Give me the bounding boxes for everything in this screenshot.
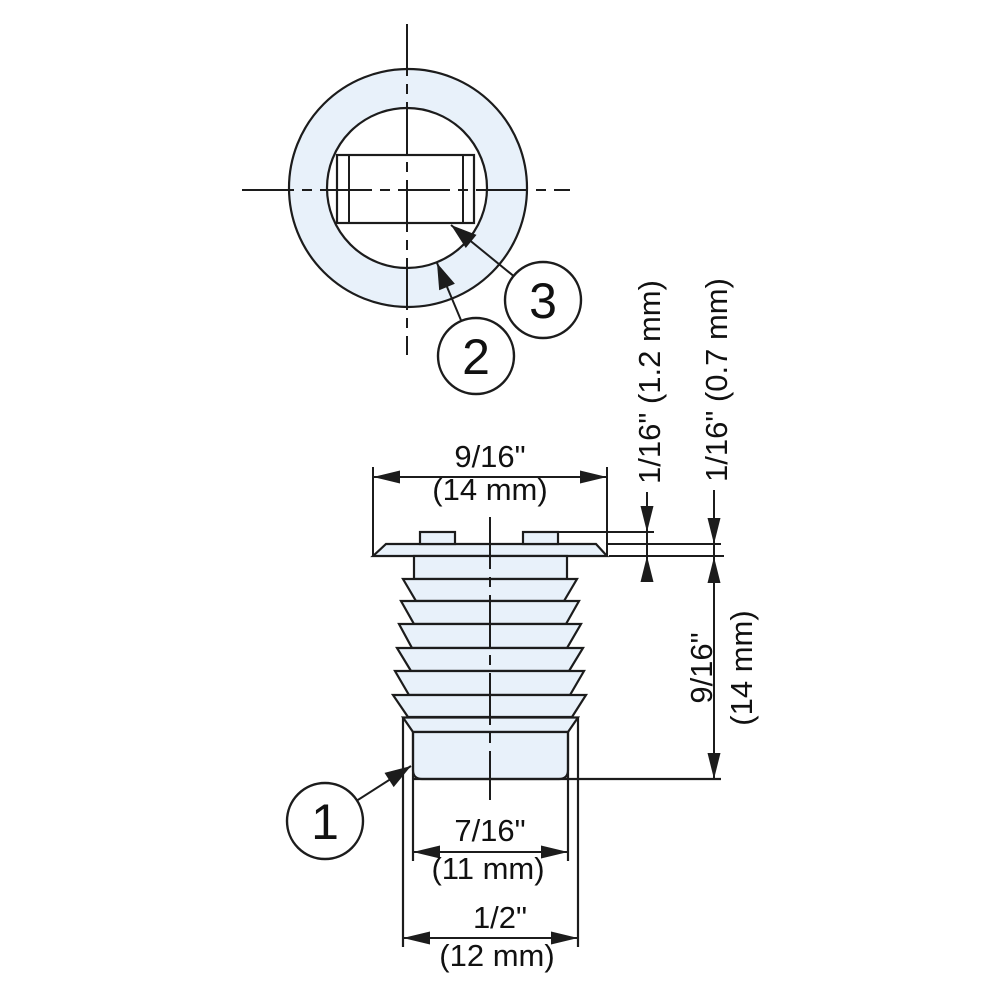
dim-arrow-left	[413, 845, 440, 859]
dim-arrow-down	[707, 518, 721, 544]
balloon-2-number: 2	[462, 329, 490, 385]
dim-arrow-right	[551, 931, 578, 945]
flange-tab-right	[521, 530, 560, 546]
balloon-3	[503, 260, 583, 340]
balloon-1-number: 1	[311, 794, 339, 850]
dim-label-inch: 9/16"	[454, 439, 525, 474]
dimensions: 9/16" (14 mm) 1/16" (1.2 mm) 1/16" (0.7 …	[372, 278, 759, 973]
dim-tab-to-flange: 1/16" (1.2 mm)	[558, 280, 667, 582]
dim-arrow-up	[707, 557, 721, 583]
dim-flange-width: 9/16" (14 mm)	[372, 439, 608, 556]
dim-arrow-down	[640, 506, 654, 532]
dim-tip-diameter: 7/16" (11 mm)	[413, 813, 568, 886]
dim-label-mm: (11 mm)	[431, 851, 544, 886]
top-view: 2 3	[242, 24, 583, 396]
dim-arrow-up	[640, 556, 654, 582]
dim-label: 1/16" (0.7 mm)	[699, 278, 734, 482]
dim-label-mm: (12 mm)	[439, 938, 554, 973]
flange-tab-left	[418, 530, 457, 546]
leader-arrow-2	[437, 263, 455, 291]
dim-label: 1/16" (1.2 mm)	[632, 280, 667, 484]
side-view	[370, 517, 721, 947]
dim-flange-thickness: 1/16" (0.7 mm)	[608, 278, 734, 779]
dim-arrow-left	[373, 470, 400, 484]
dim-insert-depth: 9/16" (14 mm)	[684, 610, 759, 779]
dim-base-diameter: 1/2" (12 mm)	[403, 900, 578, 973]
balloon-1	[285, 781, 365, 861]
dim-arrow-right	[580, 470, 607, 484]
dim-arrow-left	[403, 931, 430, 945]
balloon-2	[436, 316, 516, 396]
dim-label-inch: 9/16"	[684, 632, 719, 703]
dim-arrow-down	[707, 753, 721, 779]
dim-label-inch: 7/16"	[454, 813, 525, 848]
dim-label-mm: (14 mm)	[432, 472, 547, 507]
leader-arrow-1	[384, 766, 411, 788]
leader-arrow-3	[451, 225, 477, 249]
callout-1: 1	[285, 765, 412, 861]
balloon-3-number: 3	[529, 273, 557, 329]
dim-label-inch: 1/2"	[473, 900, 527, 935]
dim-arrow-right	[541, 845, 568, 859]
dim-label-mm: (14 mm)	[724, 610, 759, 725]
